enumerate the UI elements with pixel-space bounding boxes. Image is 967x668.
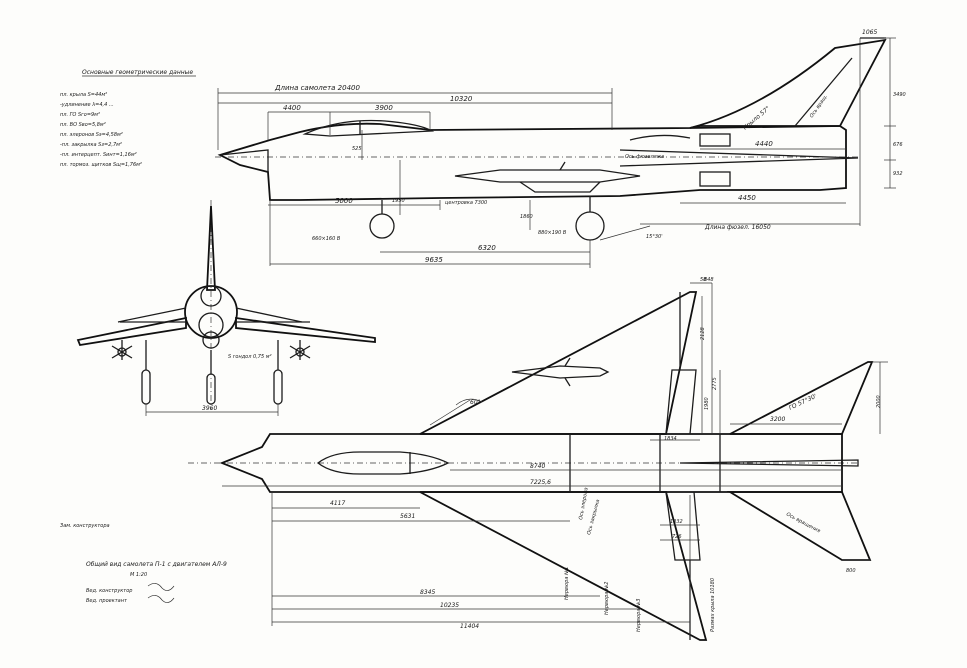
dim-932: 932 xyxy=(893,171,903,177)
front-fin xyxy=(206,205,216,291)
main-wheel-label: 880×190 В xyxy=(538,230,567,236)
dim-5631: 5631 xyxy=(400,513,415,520)
dim-525: 525 xyxy=(352,146,362,152)
title-block: Зам. конструктора Общий вид самолета П-1… xyxy=(60,523,227,604)
dim-676: 676 xyxy=(893,142,903,148)
angle-label: 15°30' xyxy=(646,234,663,240)
main-wheel xyxy=(575,211,605,241)
nose-wheel xyxy=(369,213,395,239)
dim-1950: 1950 xyxy=(392,198,405,204)
spec-line-2: -удлинение λ=4,4 ... xyxy=(60,102,114,108)
plan-view: 60° 58 848 2128 2775 1980 2000 3200 1834… xyxy=(188,277,888,641)
plan-wing-lower xyxy=(419,491,708,641)
spec-line-1: пл. крыла S=44м² xyxy=(60,92,107,98)
front-track-dim: 3960 xyxy=(202,405,217,412)
dim-8345: 8345 xyxy=(420,589,435,596)
dim-11404: 11404 xyxy=(460,623,479,630)
front-gear-right xyxy=(273,369,283,405)
title-sign: Зам. конструктора xyxy=(60,523,110,529)
dim-6320: 6320 xyxy=(478,244,496,252)
front-wing-left xyxy=(76,316,187,347)
dim-1834: 1834 xyxy=(664,436,677,442)
plan-sweep-angle: 60° xyxy=(470,399,481,406)
side-vertical-tail xyxy=(689,38,887,129)
dim-1980: 1980 xyxy=(704,397,710,410)
plan-aileron-axis-label: Ось элерона xyxy=(578,487,590,520)
plan-fuselage xyxy=(219,433,843,493)
side-canopy xyxy=(302,119,435,137)
title-main: Общий вид самолета П-1 с двигателем АЛ-9 xyxy=(86,561,227,568)
side-length-label: Длина самолета 20400 xyxy=(274,84,360,92)
title-line-2: Вед. проектант xyxy=(86,598,128,604)
dim-1832: 1832 xyxy=(670,519,683,525)
dim-4440: 4440 xyxy=(755,140,773,148)
dim-10235: 10235 xyxy=(440,602,459,609)
nose-wheel-label: 660×160 В xyxy=(312,236,341,242)
front-launcher-right xyxy=(289,340,311,360)
front-launcher-left xyxy=(111,340,133,360)
spec-line-3: пл. ГО Sго=9м² xyxy=(60,112,100,118)
dim-8740: 8740 xyxy=(530,463,545,470)
spec-heading: Основные геометрические данные xyxy=(82,69,193,76)
dim-848: 848 xyxy=(704,277,714,283)
plan-tail-hinge-label: Ось вращения xyxy=(785,511,821,534)
plan-rib1-label: Нервюра №1 xyxy=(564,567,570,600)
side-axis-label: Ось фюзеляжа xyxy=(625,154,664,160)
title-line-1: Вед. конструктор xyxy=(86,588,132,594)
spec-line-8: пл. тормоз. щитков Sщ=1,76м² xyxy=(60,162,142,168)
dim-2775: 2775 xyxy=(712,377,718,390)
plan-tail-lower xyxy=(726,491,872,561)
dim-5000: 5000 xyxy=(335,197,353,205)
dim-726: 726 xyxy=(672,534,682,540)
dim-4117: 4117 xyxy=(330,500,345,507)
side-missile xyxy=(454,169,641,183)
dim-3490: 3490 xyxy=(893,92,906,98)
spec-line-4: пл. ВО Sво=5,8м² xyxy=(60,122,106,128)
dim-58: 58 xyxy=(700,277,706,283)
spec-line-5: пл. элеронов Sэ=4,58м² xyxy=(60,132,123,138)
plan-rib2-label: Нервюра №2 xyxy=(604,582,610,615)
plan-rib3-label: Нервюра №3 xyxy=(636,599,642,632)
front-view: 3960 S гондол 0,75 м² xyxy=(76,200,376,416)
side-cg-label: центровка 7300 xyxy=(445,200,487,206)
front-area-label: S гондол 0,75 м² xyxy=(228,354,272,360)
dim-7225: 7225,6 xyxy=(530,479,551,486)
side-fuselage-length-label: Длина фюзел. 16050 xyxy=(704,224,771,231)
plan-flap-axis-label: Ось закрылка xyxy=(586,499,601,536)
dim-3900: 3900 xyxy=(375,104,393,112)
dim-3200: 3200 xyxy=(770,416,785,423)
dim-2128: 2128 xyxy=(700,327,706,340)
dim-1860: 1860 xyxy=(520,214,533,220)
plan-tail-upper xyxy=(729,361,874,435)
plan-span-label: Размах крыла 10180 xyxy=(710,578,716,632)
dim-2000: 2000 xyxy=(876,395,882,408)
dim-800: 800 xyxy=(846,568,856,574)
dim-10320: 10320 xyxy=(450,95,473,103)
dim-1065: 1065 xyxy=(862,29,877,36)
dim-4400: 4400 xyxy=(283,104,301,112)
spec-block: Основные геометрические данные пл. крыла… xyxy=(60,69,196,168)
plan-wing-upper xyxy=(419,291,698,435)
front-gear-left xyxy=(141,369,151,405)
dim-9635: 9635 xyxy=(425,256,443,264)
front-wing-right xyxy=(235,316,376,343)
spec-line-6: -пл. закрылка Sз=2,7м² xyxy=(60,142,122,148)
plan-canopy xyxy=(316,451,450,475)
side-view: Длина самолета 20400 10320 4400 3900 500… xyxy=(215,29,906,268)
spec-line-7: -пл. интерцепт. Sинт=1,16м² xyxy=(60,152,137,158)
title-scale: М 1:20 xyxy=(130,572,147,578)
dim-4450: 4450 xyxy=(738,194,756,202)
plan-missile xyxy=(511,365,610,379)
